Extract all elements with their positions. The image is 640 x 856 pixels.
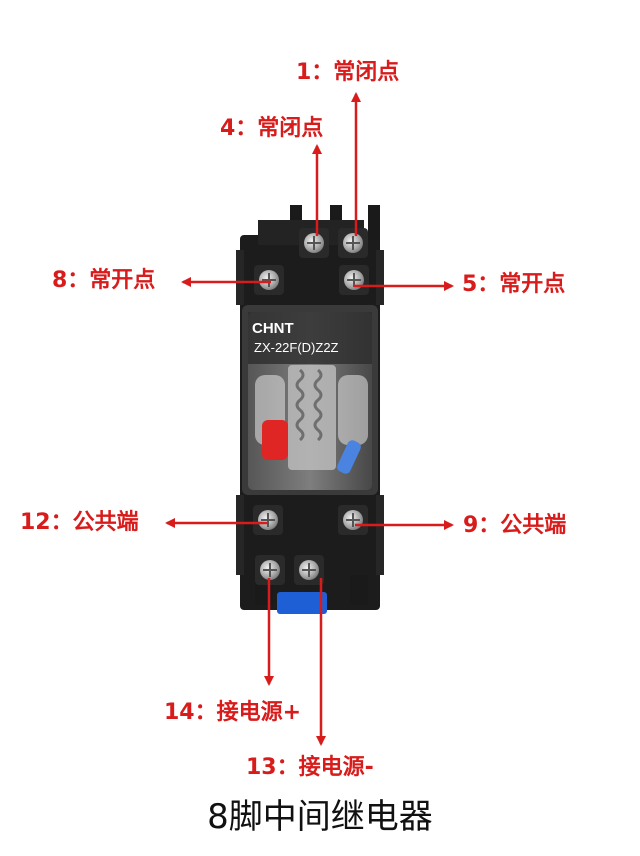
screw-9 [338, 505, 368, 535]
screw-5 [339, 265, 369, 295]
annotation-arrows [165, 92, 454, 746]
label-terminal-9: 9：公共端 [463, 513, 567, 538]
screw-13 [294, 555, 324, 585]
label-terminal-13: 13：接电源- [246, 755, 374, 780]
label-terminal-8: 8：常开点 [52, 268, 156, 293]
led-indicator [262, 420, 288, 460]
label-terminal-12: 12：公共端 [20, 510, 139, 535]
screw-14 [255, 555, 285, 585]
label-terminal-5: 5：常开点 [462, 272, 566, 297]
label-terminal-4: 4：常闭点 [220, 116, 324, 141]
model-number: ZX-22F(D)Z2Z [254, 340, 339, 355]
terminal-screws [253, 228, 369, 585]
label-terminal-1: 1：常闭点 [296, 60, 400, 85]
diagram-caption: 8脚中间继电器 [207, 797, 433, 837]
screw-4 [299, 228, 329, 258]
screw-1 [338, 228, 368, 258]
brand-logo: CHNT [252, 320, 294, 337]
screw-12 [253, 505, 283, 535]
din-rail-clip [277, 592, 327, 614]
label-terminal-14: 14：接电源+ [164, 700, 302, 725]
relay-cover [242, 305, 378, 495]
screw-8 [254, 265, 284, 295]
